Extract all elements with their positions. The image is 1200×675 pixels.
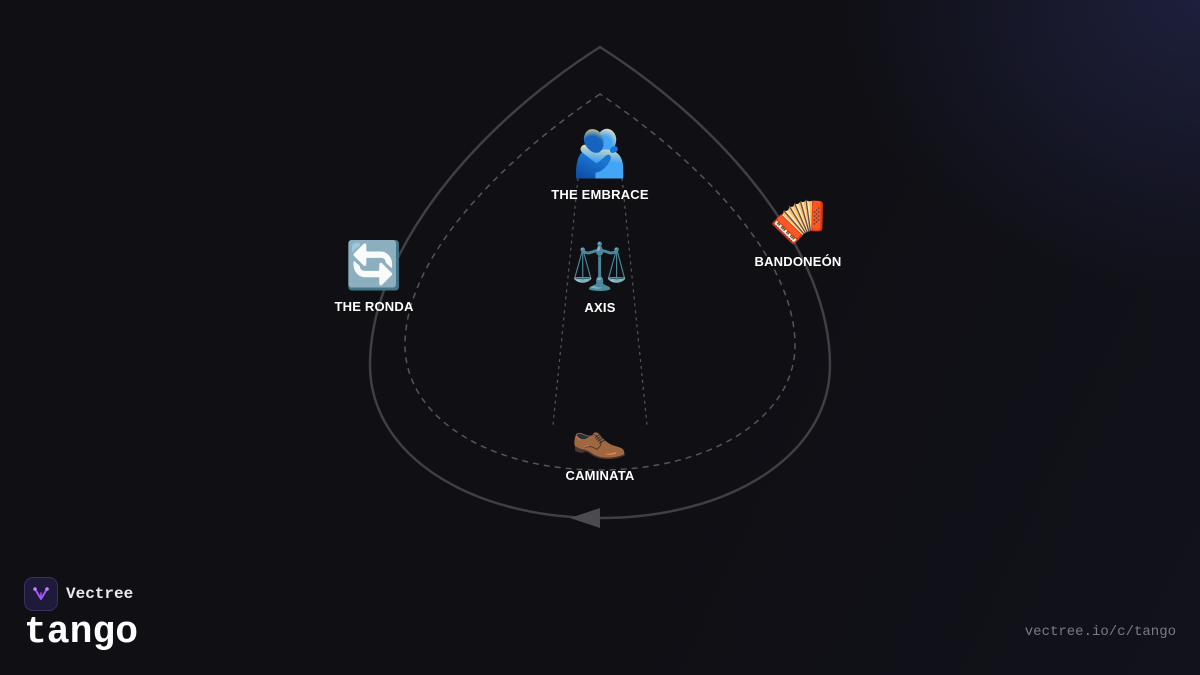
node-label: THE EMBRACE [551,187,649,202]
page-title: tango [24,611,139,654]
node-ronda: 🔄 THE RONDA [334,237,413,314]
vectree-logo-icon [24,577,58,611]
node-label: BANDONEÓN [754,254,842,269]
node-axis: ⚖️ AXIS [571,238,628,315]
node-caminata: 👞 CAMINATA [566,406,635,483]
brand-name: Vectree [66,585,134,603]
node-embrace: 🫂 THE EMBRACE [551,125,649,202]
node-label: THE RONDA [334,299,414,314]
balance-scale-icon: ⚖️ [571,240,629,292]
node-bandoneon: 🪗 BANDONEÓN [754,192,841,269]
direction-arrow [570,508,600,528]
node-label: AXIS [584,300,616,315]
shoe-icon: 👞 [571,408,629,460]
accordion-icon: 🪗 [769,194,827,246]
brand: Vectree [24,577,133,611]
page-url: vectree.io/c/tango [1024,624,1176,640]
node-label: CAMINATA [565,468,635,483]
hugging-people-icon: 🫂 [571,127,629,179]
counterclockwise-arrows-icon: 🔄 [345,239,403,291]
inner-dashed-teardrop [404,93,796,471]
